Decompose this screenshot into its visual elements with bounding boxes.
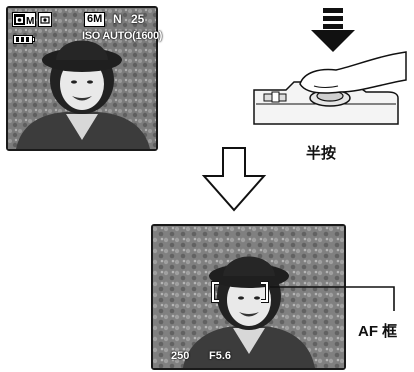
af-leader-line [270,286,395,311]
shutter-speed-readout: 250 [171,350,190,362]
press-down-arrow-icon [311,8,355,52]
svg-text:M: M [26,16,34,27]
lcd-screen-bottom: 250 F5.6 [151,224,346,370]
af-frame-label: AF 框 [358,323,398,340]
lcd-screen-top: M 6M N 25 ISO AUTO(1600) [6,6,162,151]
half-press-label: 半按 [306,145,337,162]
quality-badge-label: 6M [87,13,103,25]
quality-badge: 6M [84,12,106,27]
camera-m-icon: M [12,12,36,27]
aperture-readout: F5.6 [209,350,232,362]
down-arrow-outline-icon [201,147,267,212]
portrait-photo [8,8,156,149]
shutter-press-illustration [253,51,407,125]
camera-small-icon [38,12,52,27]
af-frame-icon [211,281,269,303]
portrait-photo-focused [153,226,344,368]
quality-mode: N [113,12,122,26]
iso-readout: ISO AUTO(1600) [82,30,163,42]
shots-remaining: 25 [131,12,145,26]
battery-icon [13,31,35,44]
